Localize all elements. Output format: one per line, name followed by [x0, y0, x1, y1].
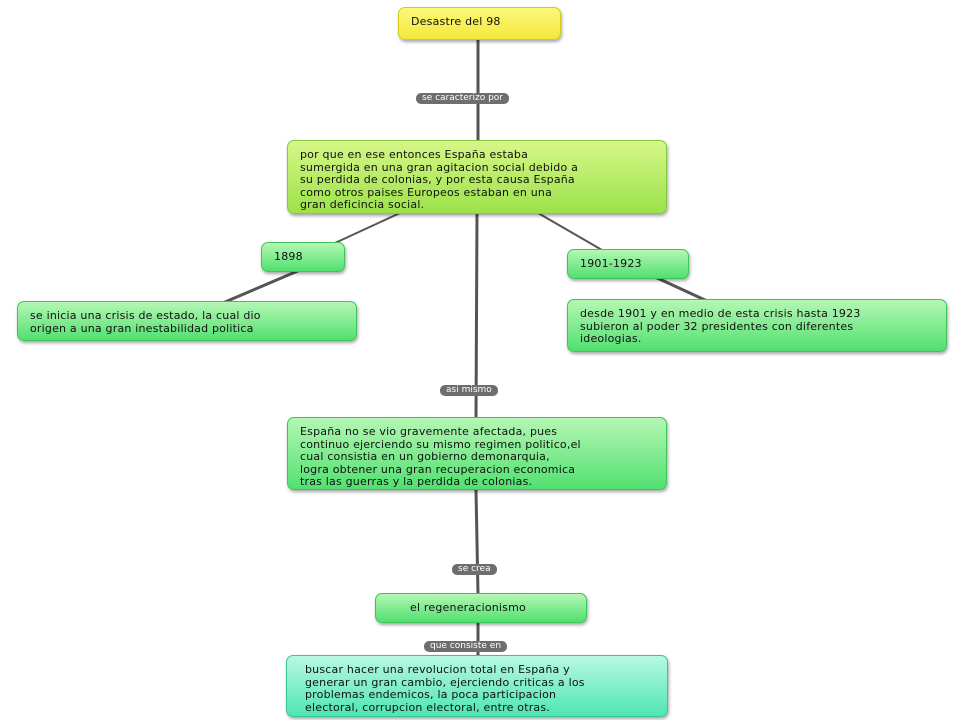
crisis-1898-text: se inicia una crisis de estado, la cual … — [30, 309, 261, 335]
year-1898-node[interactable]: 1898 — [261, 242, 345, 272]
crisis-1898-node[interactable]: se inicia una crisis de estado, la cual … — [17, 301, 357, 341]
connector-1898-detail — [223, 268, 302, 304]
years-1901-1923-text: 1901-1923 — [580, 257, 642, 270]
link-label-se-crea: se crea — [452, 564, 497, 575]
connector-cause-1901 — [537, 212, 603, 251]
definition-node[interactable]: buscar hacer una revolucion total en Esp… — [286, 655, 668, 717]
link-label-que-consiste-en: que consiste en — [424, 641, 508, 652]
regeneracionismo-text: el regeneracionismo — [410, 601, 526, 614]
years-1901-1923-node[interactable]: 1901-1923 — [567, 249, 689, 279]
cause-node[interactable]: por que en ese entonces España estaba su… — [287, 140, 667, 214]
cause-node-text: por que en ese entonces España estaba su… — [300, 148, 579, 211]
presidents-node[interactable]: desde 1901 y en medio de esta crisis has… — [567, 299, 947, 352]
link-label-se-caracterizo-por: se caracterizo por — [416, 93, 509, 104]
spain-node[interactable]: España no se vio gravemente afectada, pu… — [287, 417, 667, 490]
definition-text: buscar hacer una revolucion total en Esp… — [305, 663, 585, 714]
connector-1901-detail — [653, 275, 707, 302]
year-1898-text: 1898 — [274, 250, 303, 263]
regeneracionismo-node[interactable]: el regeneracionismo — [375, 593, 587, 623]
presidents-text: desde 1901 y en medio de esta crisis has… — [580, 307, 861, 345]
root-node-desastre-del-98[interactable]: Desastre del 98 — [398, 7, 561, 40]
spain-node-text: España no se vio gravemente afectada, pu… — [300, 425, 581, 488]
root-node-text: Desastre del 98 — [411, 15, 501, 28]
connector-cause-spain — [474, 211, 479, 420]
link-label-asi-mismo: asi mismo — [440, 385, 498, 396]
connector-cause-1898 — [334, 212, 401, 244]
connector-spain-regeneracionismo — [474, 488, 480, 596]
